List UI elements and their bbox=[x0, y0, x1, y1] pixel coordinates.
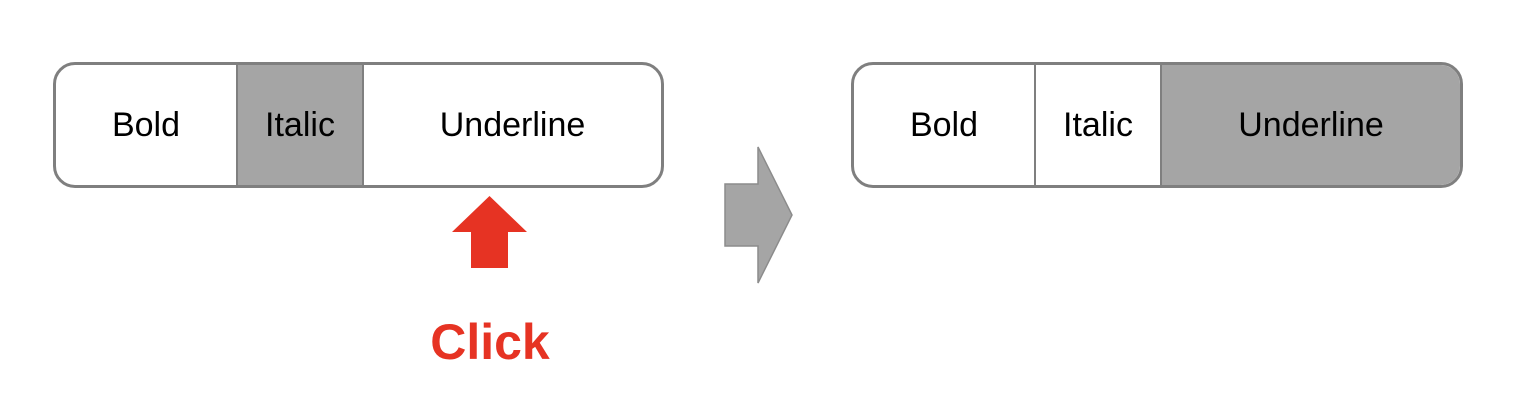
up-arrow-icon bbox=[452, 196, 527, 268]
right-arrow-icon bbox=[724, 146, 793, 284]
underline-label: Underline bbox=[439, 105, 586, 144]
bold-button-after[interactable]: Bold bbox=[854, 65, 1034, 185]
bold-label: Bold bbox=[909, 105, 979, 144]
segmented-control-after: Bold Italic Underline bbox=[851, 62, 1463, 188]
bold-button-before[interactable]: Bold bbox=[56, 65, 236, 185]
italic-button-before[interactable]: Italic bbox=[236, 65, 362, 185]
underline-label: Underline bbox=[1238, 105, 1384, 144]
underline-button-after[interactable]: Underline bbox=[1160, 65, 1460, 185]
italic-label: Italic bbox=[1063, 105, 1133, 144]
italic-label: Italic bbox=[265, 105, 335, 144]
italic-button-after[interactable]: Italic bbox=[1034, 65, 1160, 185]
click-annotation: Click bbox=[430, 314, 550, 370]
segmented-control-before: Bold Italic Underline bbox=[53, 62, 664, 188]
underline-button-before[interactable]: Underline bbox=[362, 65, 661, 185]
bold-label: Bold bbox=[111, 105, 181, 144]
